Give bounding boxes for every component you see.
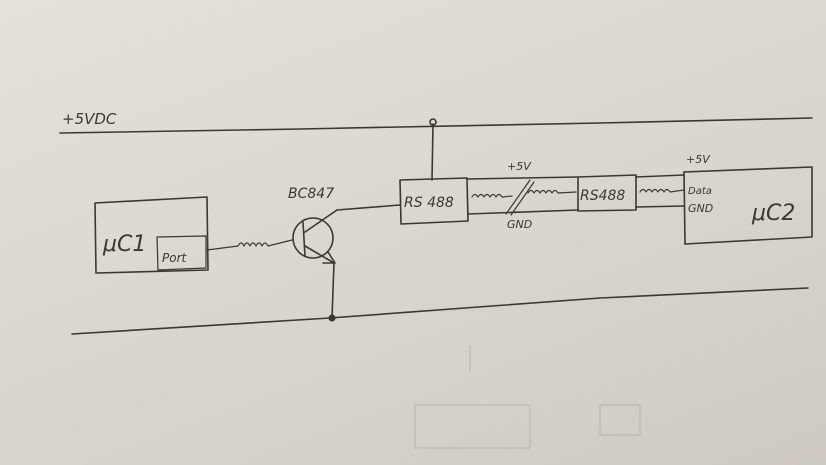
emitter-arrow: [322, 251, 336, 264]
rs485-bus-cable: +5V GND: [466, 160, 579, 231]
bus-plus5v-label: +5V: [507, 160, 532, 173]
mc2-plus5v-label: +5V: [686, 153, 711, 166]
mc2-gnd-label: GND: [688, 202, 713, 215]
supply-junction-dot: [429, 118, 437, 126]
bus-gnd-label: GND: [507, 218, 532, 231]
emitter-to-ground: [331, 262, 335, 319]
rs485-right-block: RS488: [577, 174, 637, 212]
rs485-left-block: RS 488: [399, 177, 469, 225]
rs485-supply-tap: [431, 123, 434, 181]
paper-show-through: [414, 345, 641, 449]
transistor-label: BC847: [288, 186, 334, 202]
transistor-bc847: BC847: [288, 186, 338, 264]
rs485-left-label: RS 488: [404, 195, 454, 211]
supply-rail: [59, 117, 813, 134]
port-to-base-wire: [206, 239, 293, 251]
mc1-label: μC1: [102, 232, 146, 257]
collector-wire: [336, 204, 401, 211]
rs485-to-mc2-data: [639, 188, 685, 193]
supply-label: +5VDC: [62, 110, 117, 128]
mc2-block: +5V Data GND μC2: [683, 153, 813, 245]
ground-junction-dot: [328, 314, 336, 322]
mc1-block: μC1 Port: [94, 196, 209, 274]
rs485-right-label: RS488: [580, 188, 625, 204]
transistor-body: [292, 217, 334, 259]
mc2-label: μC2: [751, 201, 795, 226]
port-box: [156, 235, 207, 271]
port-label: Port: [162, 251, 188, 265]
mc2-data-label: Data: [688, 186, 712, 197]
rs485-to-mc2-top: [635, 174, 685, 178]
rs485-to-mc2-bottom: [635, 205, 685, 208]
ground-rail: [71, 287, 809, 335]
